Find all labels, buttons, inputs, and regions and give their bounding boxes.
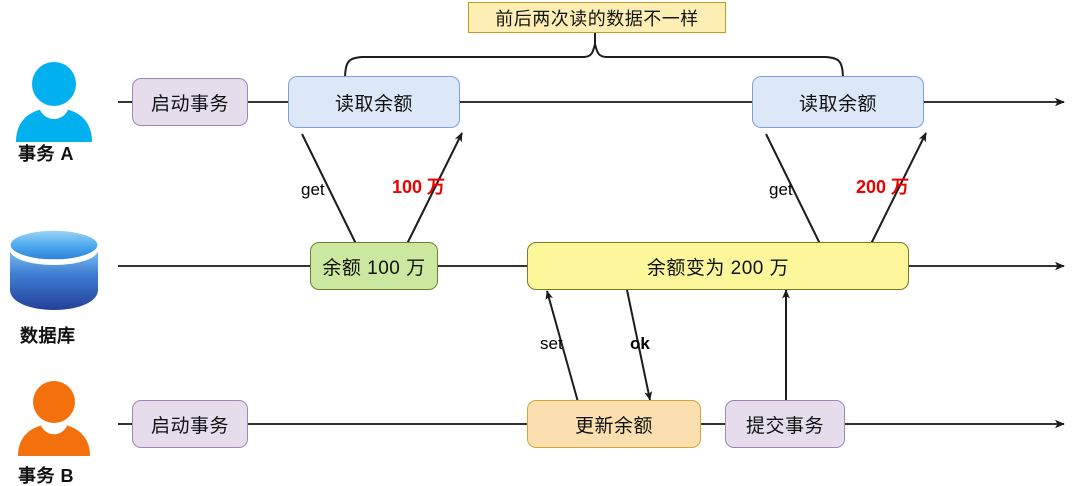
arrow-return-100 bbox=[403, 132, 463, 251]
arrow-return-200 bbox=[867, 132, 927, 251]
node-a-start-transaction[interactable]: 启动事务 bbox=[132, 78, 248, 126]
arrow-ok bbox=[626, 289, 653, 401]
edge-label-return-100: 100 万 bbox=[392, 177, 446, 197]
comparison-brace bbox=[344, 43, 844, 81]
user-icon-transaction-a bbox=[16, 62, 92, 142]
edge-label-get-2: get bbox=[769, 180, 793, 199]
node-b-update-balance[interactable]: 更新余额 bbox=[527, 400, 701, 448]
edge-label-get-1: get bbox=[301, 180, 325, 199]
edge-label-ok: ok bbox=[630, 334, 650, 353]
arrow-set bbox=[545, 290, 579, 403]
edge-label-return-200: 200 万 bbox=[856, 177, 910, 197]
node-b-start-transaction[interactable]: 启动事务 bbox=[132, 400, 248, 448]
actor-label-transaction-a: 事务 A bbox=[18, 144, 74, 164]
arrow-get-1 bbox=[301, 133, 361, 253]
database-cylinder-icon bbox=[9, 229, 99, 310]
callout-inconsistent-read: 前后两次读的数据不一样 bbox=[468, 2, 726, 33]
node-a-read-balance-1[interactable]: 读取余额 bbox=[288, 76, 460, 128]
actor-label-transaction-b: 事务 B bbox=[18, 466, 74, 486]
actor-label-database: 数据库 bbox=[20, 326, 76, 346]
node-b-commit-transaction[interactable]: 提交事务 bbox=[725, 400, 845, 448]
node-db-balance-100[interactable]: 余额 100 万 bbox=[310, 242, 438, 290]
edge-label-set: set bbox=[540, 334, 563, 353]
user-icon-transaction-b bbox=[18, 381, 90, 456]
node-a-read-balance-2[interactable]: 读取余额 bbox=[752, 76, 924, 128]
arrow-get-2 bbox=[765, 133, 825, 253]
node-db-balance-changed-200[interactable]: 余额变为 200 万 bbox=[527, 242, 909, 290]
